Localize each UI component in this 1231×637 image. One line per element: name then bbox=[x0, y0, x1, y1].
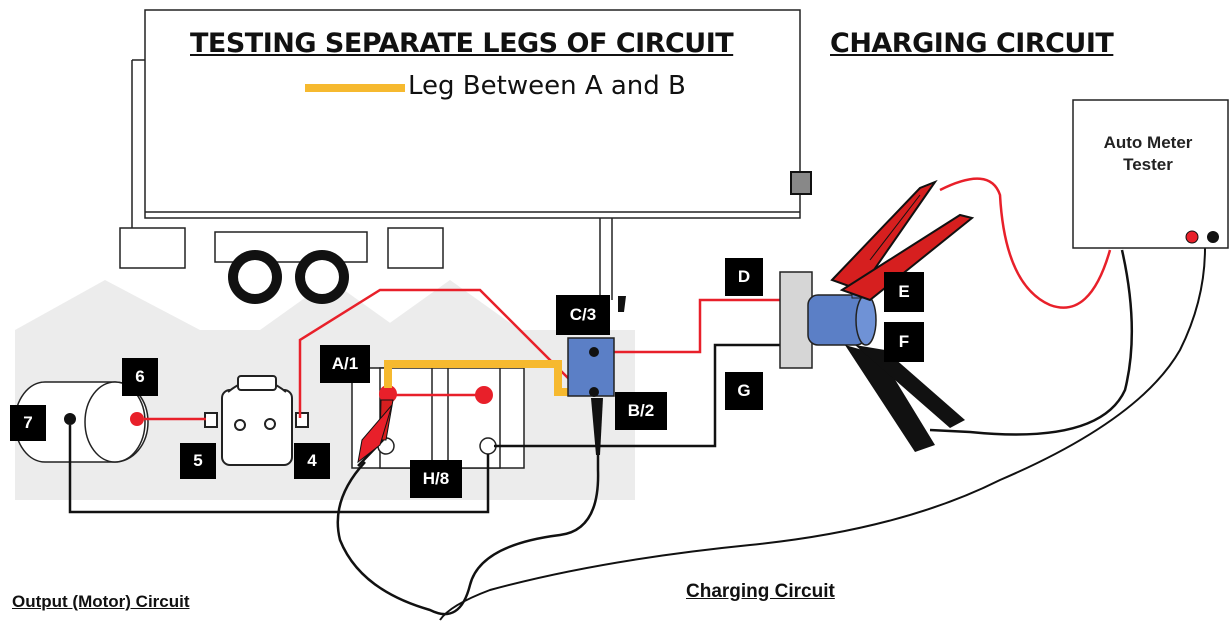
probe-black bbox=[591, 398, 603, 470]
connector-c3-pin-bottom bbox=[589, 387, 599, 397]
label-b2: B/2 bbox=[615, 392, 667, 430]
label-f: F bbox=[884, 322, 924, 362]
auto-meter-tester bbox=[1072, 99, 1229, 249]
meter-jack-black bbox=[1207, 231, 1219, 243]
clamp-black bbox=[845, 345, 965, 452]
trailer-wheels bbox=[228, 250, 349, 304]
terminal-a-red bbox=[379, 385, 397, 403]
probe-red bbox=[357, 399, 394, 467]
legend-label: Leg Between A and B bbox=[408, 71, 686, 101]
label-e: E bbox=[884, 272, 924, 312]
meter-label: Auto Meter Tester bbox=[1078, 132, 1218, 176]
legend-swatch bbox=[305, 84, 405, 92]
meter-jack-red bbox=[1185, 230, 1199, 244]
connector-c3-pin-top bbox=[589, 347, 599, 357]
label-7: 7 bbox=[10, 405, 46, 441]
motor-terminal-black bbox=[64, 413, 76, 425]
label-g: G bbox=[725, 372, 763, 410]
clamp-red bbox=[830, 179, 975, 302]
trailer bbox=[119, 9, 801, 300]
solenoid bbox=[204, 375, 309, 466]
connector-c3 bbox=[567, 337, 615, 397]
label-a1: A/1 bbox=[320, 345, 370, 383]
label-d: D bbox=[725, 258, 763, 296]
motor-terminal-red bbox=[130, 412, 144, 426]
section-title: CHARGING CIRCUIT bbox=[830, 28, 1114, 59]
connector-c3-tab bbox=[618, 296, 626, 312]
meter-label-line2: Tester bbox=[1123, 155, 1173, 174]
trailer-plug-body bbox=[779, 271, 813, 369]
trailer-plug-end bbox=[855, 294, 877, 346]
output-circuit-caption: Output (Motor) Circuit bbox=[12, 592, 190, 611]
motor bbox=[14, 381, 149, 463]
label-c3: C/3 bbox=[556, 295, 610, 335]
label-6: 6 bbox=[122, 358, 158, 396]
trailer-socket bbox=[790, 171, 812, 195]
junction-box bbox=[351, 367, 525, 469]
diagram-title: TESTING SEPARATE LEGS OF CIRCUIT bbox=[190, 28, 734, 59]
charging-circuit-caption: Charging Circuit bbox=[686, 581, 835, 602]
label-h8: H/8 bbox=[410, 460, 462, 498]
black-wires bbox=[68, 247, 1206, 621]
label-4: 4 bbox=[294, 443, 330, 479]
red-wires bbox=[144, 177, 1112, 421]
label-5: 5 bbox=[180, 443, 216, 479]
meter-label-line1: Auto Meter bbox=[1103, 133, 1193, 152]
terminal-h-right bbox=[479, 437, 497, 455]
terminal-red-right bbox=[475, 386, 493, 404]
